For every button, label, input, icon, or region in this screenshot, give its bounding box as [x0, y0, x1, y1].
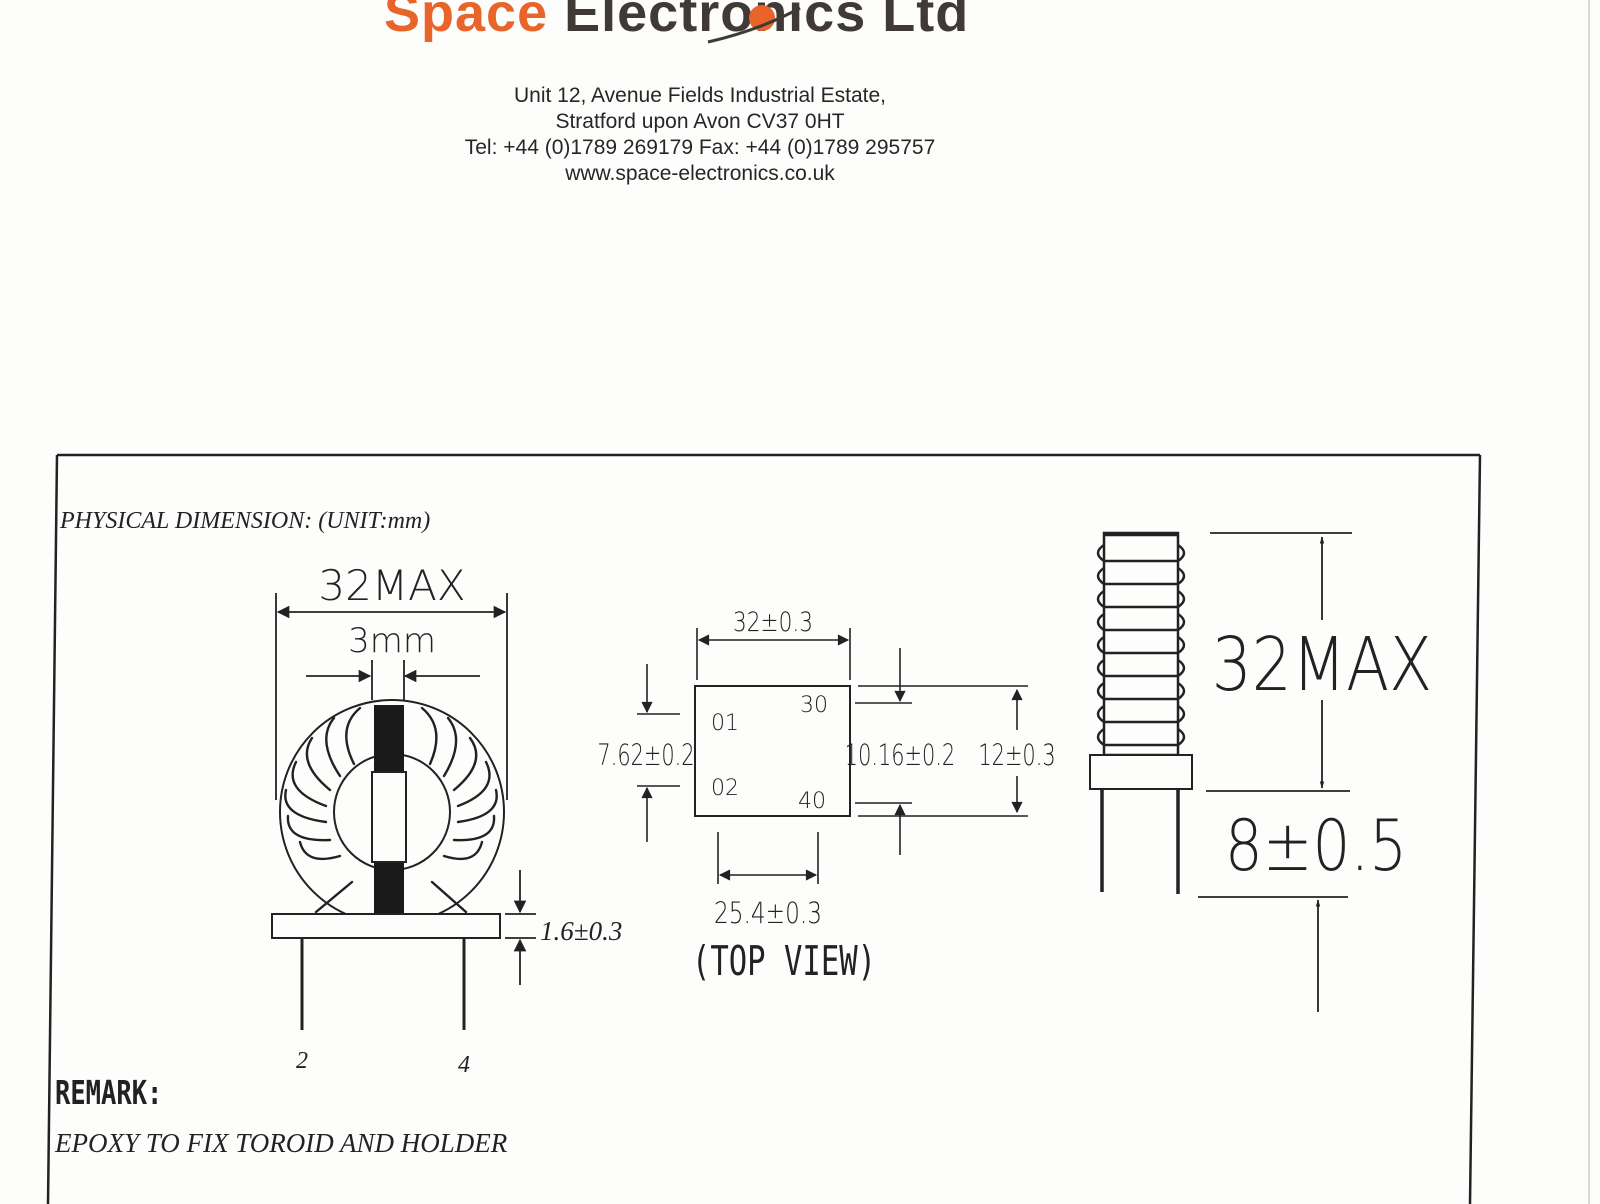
top-view: 32±0.3 25.4±0.3 7.62±0.2 10.16±0.2 12±0.…: [597, 606, 1055, 986]
side-coil-windings: [1096, 531, 1186, 757]
pin-pitch-y-label: 7.62±0.2: [597, 739, 694, 772]
pin-length-label: 8±0.5: [1225, 806, 1407, 887]
toroid-base-plate: [271, 913, 501, 939]
section-title: PHYSICAL DIMENSION: (UNIT:mm): [59, 508, 430, 534]
pin-01-label: 01: [711, 711, 739, 736]
side-height-label: 32MAX: [1212, 622, 1432, 708]
pin-pitch-x-label: 25.4±0.3: [714, 898, 822, 931]
logo-swoosh-icon: [707, 5, 801, 44]
top-view-caption: (TOP VIEW): [692, 938, 876, 986]
website-link[interactable]: www.space-electronics.co.uk: [565, 162, 835, 185]
side-view: 32MAX 8±0.5: [1089, 531, 1432, 1012]
top-view-outline: [694, 685, 851, 817]
top-width-label: 32±0.3: [733, 606, 813, 638]
pin-30-label: 30: [800, 693, 828, 718]
company-name-part1: Space: [384, 0, 549, 43]
pin-02-label: 02: [711, 776, 739, 801]
contact-line: Tel: +44 (0)1789 269179 Fax: +44 (0)1789…: [464, 136, 936, 159]
side-pins: [1100, 789, 1180, 894]
pin-40-label: 40: [798, 789, 826, 814]
front-view: 32MAX 3mm: [271, 561, 622, 1078]
front-width-label: 32MAX: [318, 561, 465, 610]
front-gap-label: 3mm: [348, 621, 436, 661]
toroid-windings: [284, 706, 498, 914]
outer-height-label: 12±0.3: [978, 739, 1055, 772]
inner-height-label: 10.16±0.2: [845, 739, 955, 772]
address-line-2: Stratford upon Avon CV37 0HT: [555, 110, 845, 133]
page-edge: [1588, 0, 1590, 1204]
remark-title: REMARK:: [55, 1074, 162, 1112]
drawing-frame: [46, 453, 1482, 1204]
toroid-pins: [300, 938, 466, 1030]
base-thickness-label: 1.6±0.3: [540, 916, 622, 946]
remark-text: EPOXY TO FIX TOROID AND HOLDER: [54, 1128, 508, 1158]
pin-label-2: 2: [296, 1048, 308, 1074]
pin-label-4: 4: [458, 1052, 470, 1078]
side-base: [1089, 754, 1193, 790]
address-line-1: Unit 12, Avenue Fields Industrial Estate…: [514, 84, 886, 107]
